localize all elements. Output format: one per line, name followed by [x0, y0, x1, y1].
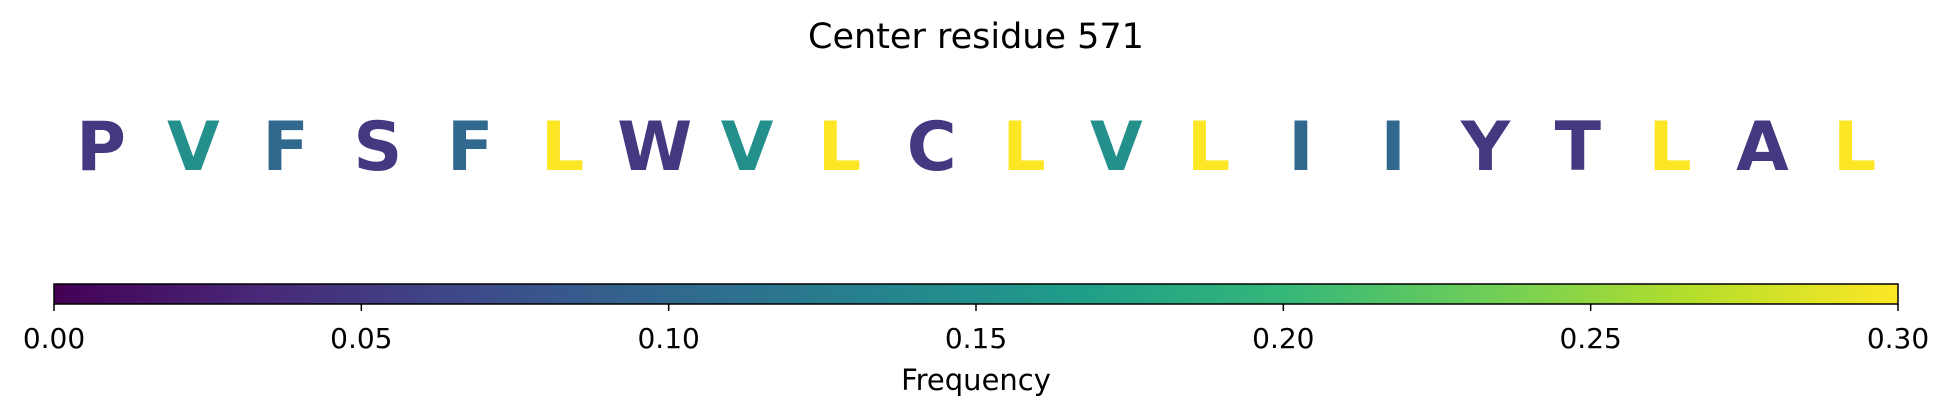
residue-letter: V — [721, 108, 774, 187]
colorbar-ticks: 0.00 0.05 0.10 0.15 0.20 0.25 0.30 — [23, 304, 1929, 355]
residue-letter: F — [447, 108, 493, 187]
colorbar-tick-label: 0.15 — [945, 322, 1007, 355]
residue-letter: T — [1555, 108, 1602, 187]
chart-title: Center residue 571 — [808, 17, 1144, 57]
residue-letter: P — [76, 108, 126, 187]
residue-letter: C — [907, 108, 957, 187]
residue-letter: L — [1002, 108, 1045, 187]
colorbar-tick-label: 0.05 — [330, 322, 392, 355]
residue-letter: I — [1381, 108, 1406, 187]
colorbar-tick-label: 0.00 — [23, 322, 85, 355]
colorbar-tick-label: 0.10 — [637, 322, 699, 355]
residue-letter: W — [617, 108, 692, 187]
residue-letter: V — [1090, 108, 1143, 187]
colorbar-tick-label: 0.20 — [1252, 322, 1314, 355]
residue-letter: L — [818, 108, 861, 187]
colorbar-axis-label: Frequency — [901, 363, 1051, 397]
colorbar-tick-label: 0.25 — [1559, 322, 1621, 355]
residue-letter: I — [1288, 108, 1313, 187]
residue-letter: V — [167, 108, 220, 187]
residue-letter: A — [1736, 108, 1789, 187]
residue-letter: S — [353, 108, 402, 187]
residue-letter: L — [541, 108, 584, 187]
colorbar: 0.00 0.05 0.10 0.15 0.20 0.25 0.30 Frequency — [23, 283, 1929, 397]
residue-letter: L — [1648, 108, 1691, 187]
residue-letter: L — [1187, 108, 1230, 187]
residue-letter: Y — [1460, 108, 1511, 187]
residue-letter: L — [1833, 108, 1876, 187]
colorbar-gradient — [54, 284, 1898, 304]
colorbar-tick-label: 0.30 — [1867, 322, 1929, 355]
residue-letter: F — [262, 108, 308, 187]
